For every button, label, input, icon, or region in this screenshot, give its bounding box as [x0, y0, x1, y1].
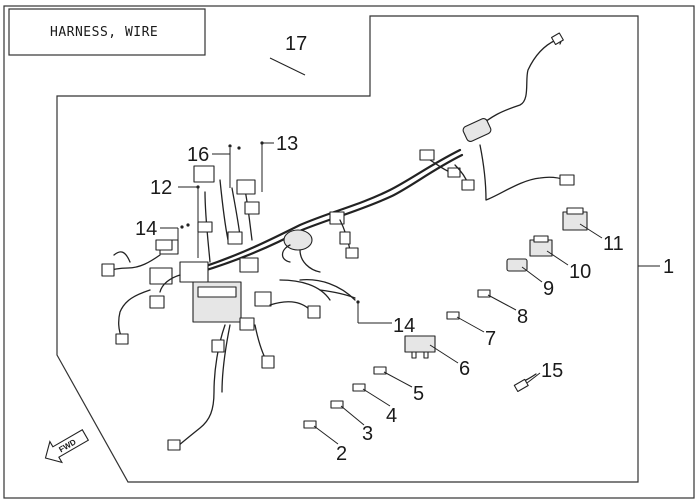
label-13: 13	[276, 133, 298, 155]
label-11: 11	[603, 233, 624, 255]
part-3-fuse	[330, 400, 344, 409]
title-box: HARNESS, WIRE	[8, 8, 206, 56]
part-number-labels: 1 2 3 4 5 6 7 8 9 10 11 12 13 14 14 15 1…	[135, 33, 674, 465]
label-14-lower: 14	[393, 315, 415, 337]
part-5-fuse	[373, 366, 387, 375]
label-14-upper: 14	[135, 218, 157, 240]
part-15-sensor	[513, 373, 537, 393]
label-7: 7	[485, 328, 496, 350]
label-1: 1	[663, 256, 674, 278]
label-5: 5	[413, 383, 424, 405]
label-3: 3	[362, 423, 373, 445]
part-9-block	[506, 258, 528, 272]
label-4: 4	[386, 405, 397, 427]
label-16: 16	[187, 144, 209, 166]
label-2: 2	[336, 443, 347, 465]
part-8-fuse	[477, 289, 491, 298]
outer-frame	[3, 5, 695, 499]
label-8: 8	[517, 306, 528, 328]
leader-lines	[160, 57, 660, 445]
part-7-fuse	[446, 311, 460, 320]
label-17: 17	[285, 33, 307, 55]
part-10-relay	[529, 235, 553, 257]
part-6-component	[404, 335, 436, 359]
wire-harness	[101, 32, 575, 451]
title-text: HARNESS, WIRE	[50, 25, 158, 40]
label-6: 6	[459, 358, 470, 380]
forward-arrow: FWD	[44, 429, 90, 464]
label-12: 12	[150, 177, 172, 199]
label-9: 9	[543, 278, 554, 300]
part-11-relay	[562, 207, 588, 231]
part-4-fuse	[352, 383, 366, 392]
part-2-fuse	[303, 420, 317, 429]
label-15: 15	[541, 360, 563, 382]
assembly-outline	[56, 15, 639, 483]
label-10: 10	[569, 261, 591, 283]
